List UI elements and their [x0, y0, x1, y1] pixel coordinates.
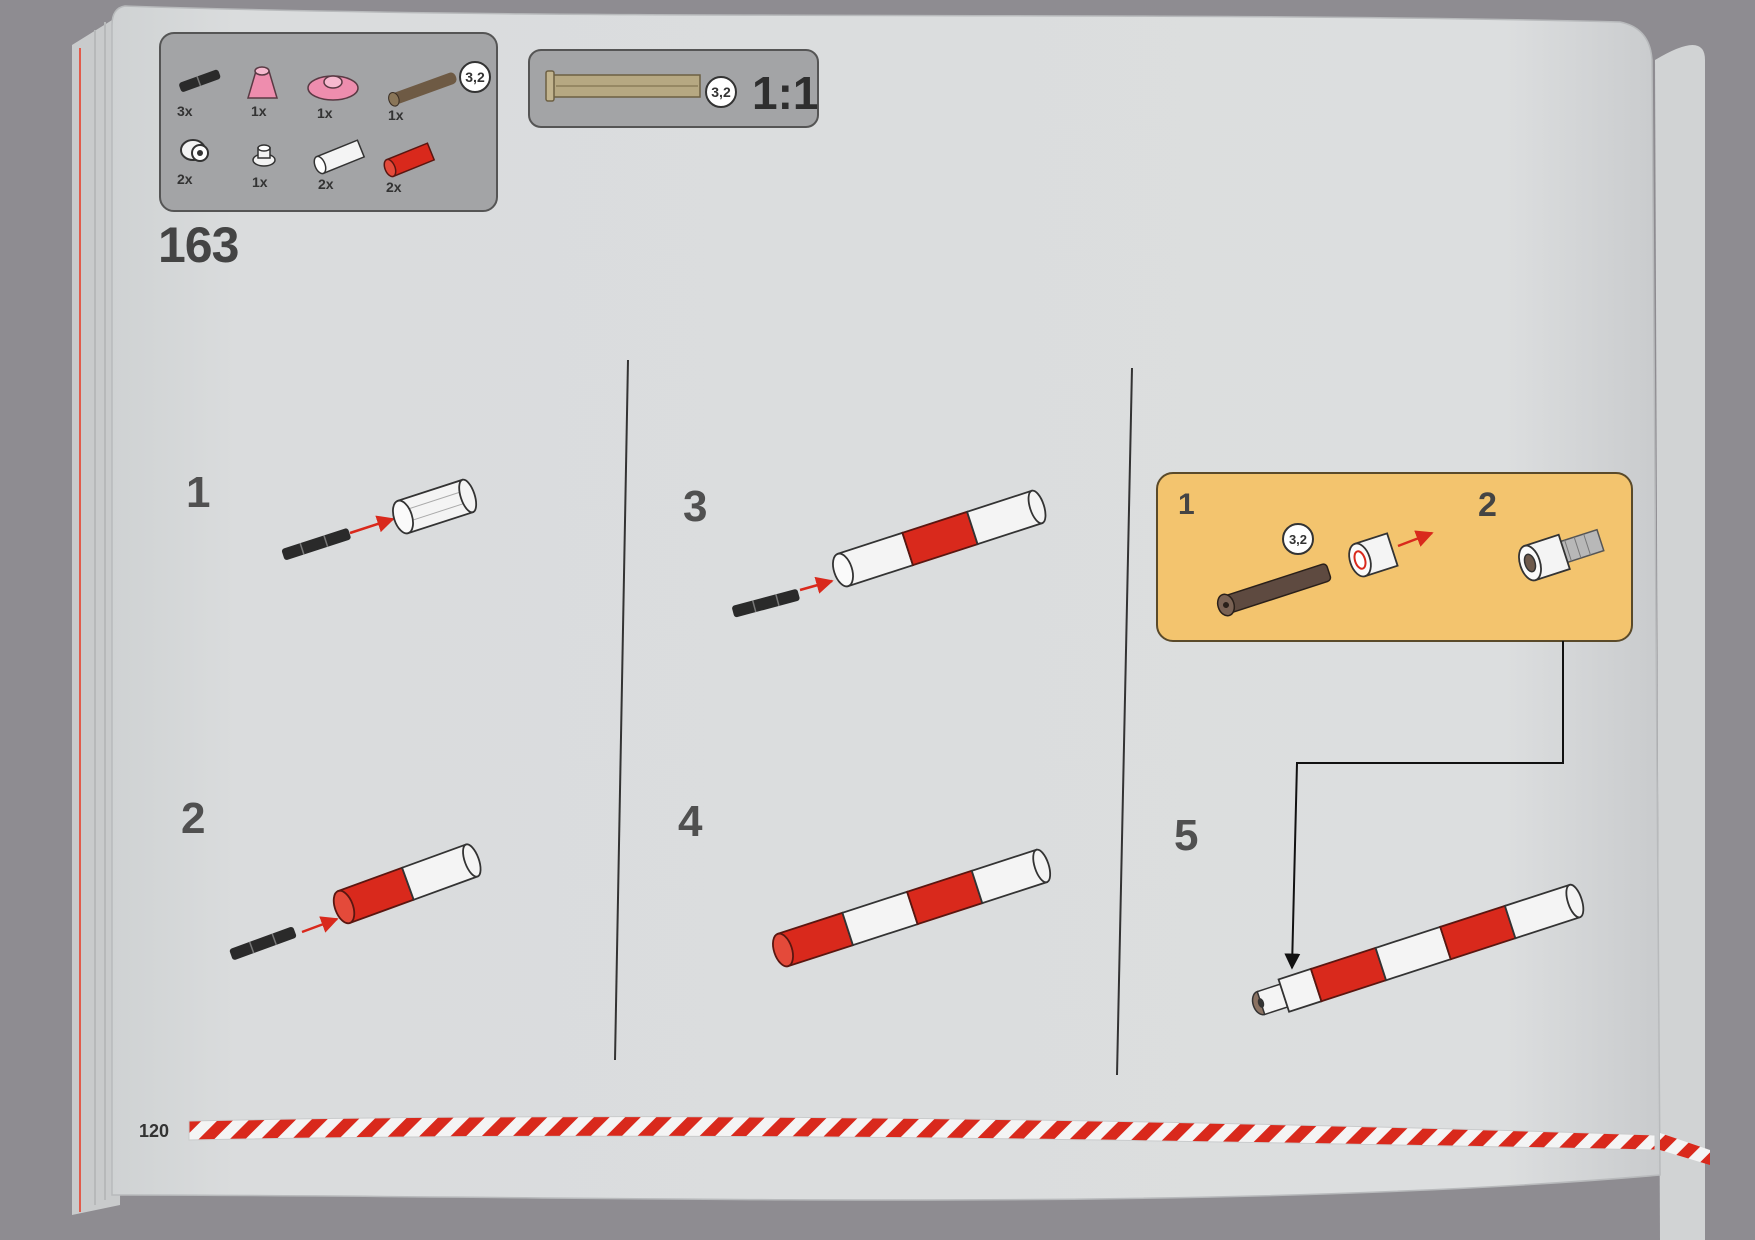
- qty-white-bush: 2x: [177, 171, 193, 187]
- substep-3-illustration: [732, 489, 1047, 618]
- callout-step-1: 1: [1178, 488, 1195, 521]
- length-badge-scale: 3,2: [705, 76, 737, 108]
- qty-brown-axle: 1x: [388, 107, 404, 123]
- column-divider-right: [1116, 367, 1133, 1076]
- page-sheet: [111, 5, 1661, 1201]
- pink-cone-part: [246, 66, 279, 99]
- callout-step-2: 2: [1478, 486, 1497, 524]
- qty-black-pin: 3x: [177, 103, 193, 119]
- black-pin-part: [179, 69, 221, 92]
- white-connector-part: [313, 139, 366, 175]
- hazard-stripe-border: [188, 1116, 1656, 1151]
- substep-number-3: 3: [683, 482, 708, 531]
- callout-assembled-part: [1518, 528, 1605, 582]
- pink-dish-part: [307, 75, 359, 101]
- substep-2-illustration: [229, 843, 482, 960]
- substep-5-illustration: [1251, 883, 1585, 1016]
- column-divider-left: [614, 359, 629, 1061]
- length-badge-parts: 3,2: [459, 61, 491, 93]
- qty-white-stud: 1x: [252, 174, 268, 190]
- qty-pink-cone: 1x: [251, 103, 267, 119]
- red-connector-part: [383, 142, 436, 178]
- subassembly-callout: [1156, 472, 1633, 642]
- qty-pink-dish: 1x: [317, 105, 333, 121]
- qty-red-connector: 2x: [386, 179, 402, 195]
- substep-number-5: 5: [1174, 811, 1199, 860]
- qty-white-connector: 2x: [318, 176, 334, 192]
- substep-4-illustration: [772, 848, 1052, 968]
- scale-label: 1:1: [752, 67, 819, 119]
- scale-reference-box: [528, 49, 819, 128]
- white-stud-part: [252, 144, 276, 167]
- substep-1-illustration: [281, 478, 478, 560]
- substep-number-1: 1: [186, 468, 211, 517]
- page-number: 120: [139, 1121, 170, 1141]
- callout-connector-line: [1284, 641, 1564, 970]
- parts-list-box: [159, 32, 498, 212]
- length-badge-callout: 3,2: [1282, 523, 1314, 555]
- callout-white-bush: [1348, 532, 1399, 578]
- step-number: 163: [158, 217, 239, 273]
- brown-axle-part: [388, 72, 457, 107]
- substep-number-2: 2: [181, 794, 206, 843]
- callout-brown-axle: [1216, 563, 1332, 617]
- substep-number-4: 4: [678, 797, 703, 846]
- white-bush-part: [180, 139, 209, 162]
